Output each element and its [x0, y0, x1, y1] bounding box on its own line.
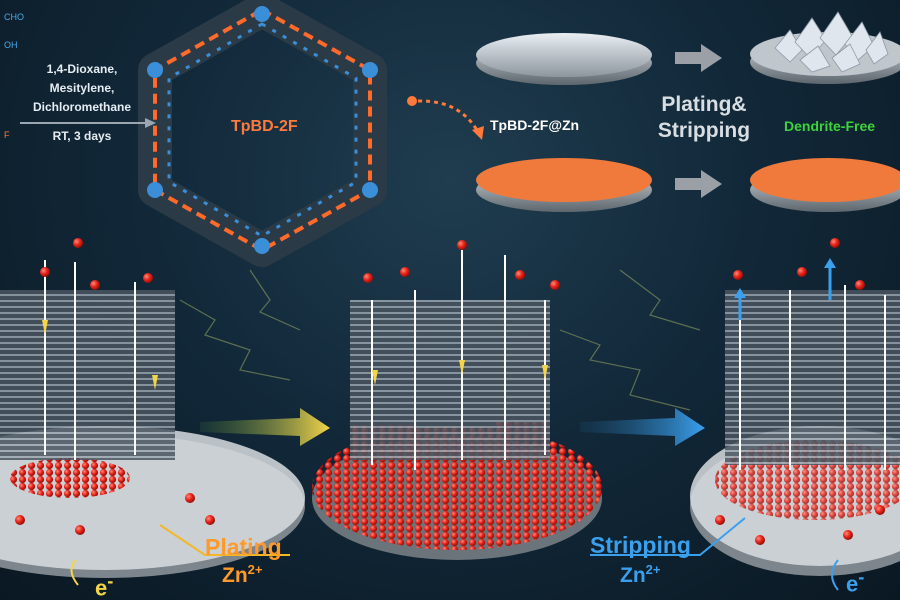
electron-label-right: e- [846, 566, 864, 597]
stripping-ion-symbol: Zn [620, 564, 646, 587]
right-cof-channels [725, 285, 900, 470]
process-label-line1: Plating& [661, 93, 747, 116]
process-label-line2: Stripping [657, 119, 751, 142]
plating-ion-charge: 2+ [247, 562, 263, 577]
lightning-effects [179, 269, 701, 411]
electron-symbol-right: e [846, 571, 859, 597]
dendritic-zn-disc [750, 11, 900, 84]
coating-arrow [407, 96, 484, 140]
electron-charge-right: - [858, 566, 865, 587]
stripping-ion-label: Zn2+ [620, 562, 660, 588]
process-arrow-top [675, 44, 722, 72]
plating-ion-symbol: Zn [222, 564, 248, 587]
plating-ion-label: Zn2+ [222, 562, 262, 588]
plating-callout-line [159, 524, 290, 556]
condition-solvent-2: Mesitylene, [49, 81, 115, 95]
condition-solvent-3: Dichloromethane [32, 100, 131, 114]
plating-label: Plating [205, 534, 282, 560]
cof-name-label: TpBD-2F [231, 118, 298, 135]
middle-cof-channels [350, 250, 550, 470]
left-electrode [0, 426, 305, 578]
reagent-label-f: F [4, 130, 10, 140]
reaction-conditions: 1,4-Dioxane, Mesitylene, Dichloromethane… [22, 60, 142, 146]
electron-label-left: e- [95, 570, 113, 600]
stripping-direction-arrow [580, 408, 705, 446]
dendrite-free-label: Dendrite-Free [784, 118, 876, 134]
reagent-label-cho: CHO [4, 12, 24, 22]
stripping-callout-line [590, 517, 746, 556]
zinc-ions [15, 238, 885, 545]
ion-flux-arrows [42, 258, 836, 390]
coated-zn-label: TpBD-2F@Zn [490, 117, 580, 133]
process-arrow-bottom [675, 170, 722, 198]
stripping-label: Stripping [590, 532, 691, 558]
dendrite-free-disc [750, 158, 900, 212]
cof-node-markers [147, 6, 378, 254]
synthesis-arrow [20, 118, 156, 128]
left-cof-channels [0, 260, 175, 460]
condition-solvent-1: 1,4-Dioxane, [46, 62, 118, 76]
stripping-ion-charge: 2+ [645, 562, 661, 577]
cof-framework [138, 0, 387, 267]
reagent-label-oh: OH [4, 40, 18, 50]
coated-zn-disc [476, 158, 652, 212]
condition-time: RT, 3 days [52, 129, 112, 143]
process-label: Plating& Stripping [654, 92, 754, 144]
electron-charge-left: - [107, 570, 114, 591]
electron-arrows [70, 559, 839, 591]
plating-direction-arrow [200, 408, 330, 446]
electron-symbol-left: e [95, 575, 108, 600]
bare-zn-disc [476, 33, 652, 85]
